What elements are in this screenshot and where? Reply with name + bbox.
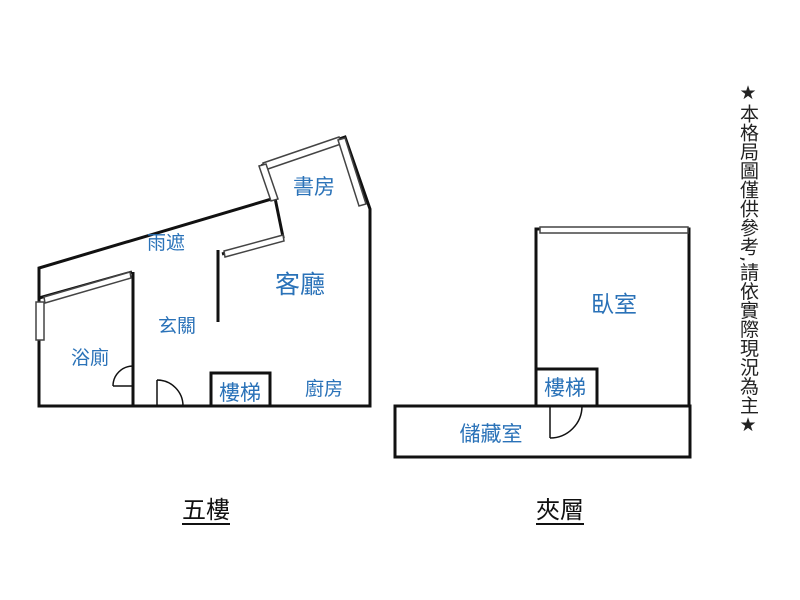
- canopy-label: 雨遮: [147, 232, 185, 254]
- storage-door: [549, 405, 583, 439]
- mezzanine-stairs-box: [534, 367, 599, 408]
- disclaimer-note: ★本格局圖僅供參考,請依實際現況為主★: [737, 82, 759, 437]
- study-window-right: [337, 137, 367, 207]
- mezzanine-stairs-label: 樓梯: [544, 376, 586, 400]
- fifth-floor-doors: [112, 365, 184, 407]
- study-window-top: [262, 136, 342, 171]
- entrance-door: [156, 379, 184, 407]
- mezzanine-caption: 夾層: [536, 496, 584, 524]
- entrance-label: 玄關: [158, 315, 196, 337]
- fifth-floor-stairs-box: [209, 371, 272, 408]
- fifth-floor-caption: 五樓: [182, 496, 230, 524]
- bathroom-label: 浴廁: [71, 346, 109, 369]
- mezzanine-windows: [539, 226, 689, 234]
- bedroom-window: [539, 226, 689, 234]
- storage-outline: [393, 404, 692, 459]
- living-window: [223, 234, 285, 258]
- study-window-left: [258, 163, 279, 202]
- fifth-floor-windows: [35, 136, 367, 341]
- bathroom-window: [35, 301, 45, 341]
- living-room-label: 客廳: [275, 270, 325, 299]
- fifth-floor-stairs-label: 樓梯: [219, 381, 261, 405]
- mezzanine-plan: [393, 227, 692, 459]
- storage-label: 儲藏室: [460, 422, 523, 446]
- study-label: 書房: [293, 175, 335, 199]
- bathroom-door: [112, 365, 134, 387]
- bedroom-label: 臥室: [591, 292, 637, 318]
- kitchen-label: 廚房: [305, 377, 343, 400]
- canopy-window: [43, 271, 132, 304]
